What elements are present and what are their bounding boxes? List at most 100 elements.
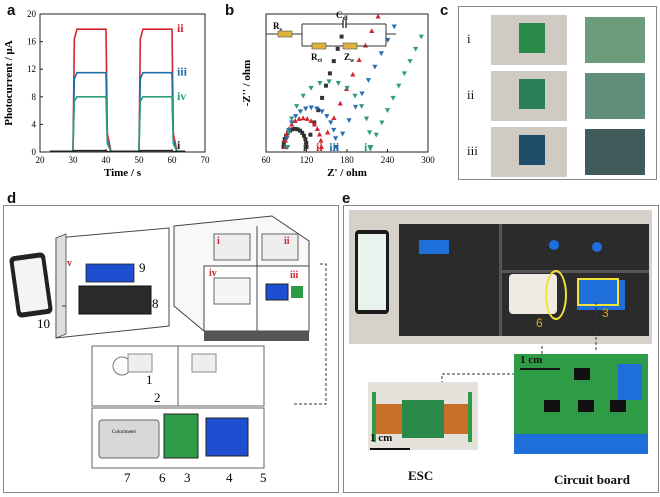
- esc-scale-bar: [370, 448, 410, 450]
- label-1: 1: [146, 372, 153, 387]
- zw-label: Zw: [344, 52, 355, 64]
- y-tick-label: 0: [32, 147, 37, 157]
- series-label-iii: iii: [329, 140, 340, 154]
- data-point-iii: [372, 64, 378, 70]
- data-point-iv: [366, 130, 373, 136]
- battery-icon: [419, 240, 449, 254]
- callout-3: 3: [602, 306, 609, 320]
- series-label-iv: iv: [364, 140, 373, 154]
- data-point-ii: [284, 131, 290, 137]
- data-point-iv: [407, 59, 413, 64]
- rs-label: Rs: [273, 21, 283, 33]
- data-point-i: [301, 133, 306, 138]
- label-10: 10: [37, 316, 50, 331]
- data-point-ii: [282, 137, 288, 143]
- data-point-iii: [284, 136, 290, 142]
- data-point-i: [295, 127, 300, 132]
- data-point-iv: [390, 95, 396, 101]
- swatch-row-label: i: [467, 31, 471, 46]
- data-point-iv: [373, 132, 379, 138]
- data-point-i: [281, 140, 286, 145]
- colorimeter-icon: [213, 277, 251, 305]
- terminal-block: [514, 434, 648, 454]
- data-point-iii: [308, 105, 314, 111]
- data-point-iv: [396, 83, 402, 89]
- data-point-iv: [352, 93, 358, 99]
- data-point-ii: [292, 118, 298, 124]
- data-point-ii: [318, 144, 324, 149]
- data-point-iii: [365, 78, 372, 83]
- x-tick-label: 180: [340, 155, 354, 165]
- series-label-iv: iv: [177, 89, 186, 103]
- x-tick-label: 300: [421, 155, 435, 165]
- esc-photo: [368, 382, 478, 450]
- sample-photo: [491, 15, 567, 65]
- panel-letter-b: b: [225, 2, 235, 19]
- color-swatch: [585, 129, 645, 175]
- panel-d-frame: i ii iii iv v 9 8 10 Colorimeter 1 2 7 6…: [3, 205, 339, 493]
- data-point-iii: [332, 136, 339, 142]
- data-point-i: [298, 128, 303, 133]
- label-5: 5: [260, 470, 267, 485]
- label-2: 2: [154, 390, 161, 405]
- colorimeter-label: Colorimeter: [112, 430, 136, 435]
- x-tick-label: 70: [201, 155, 211, 165]
- data-point-iii: [340, 131, 346, 137]
- data-point-iii: [359, 91, 365, 97]
- series-label-i: i: [177, 138, 181, 152]
- data-point-i: [324, 83, 328, 88]
- x-axis-label: Z' / ohm: [327, 167, 367, 179]
- y-tick-label: 4: [32, 119, 37, 129]
- data-point-ii: [356, 57, 362, 62]
- series-line-ii: [49, 28, 186, 153]
- data-point-ii: [300, 115, 306, 121]
- esc-scale-label: 1 cm: [370, 432, 393, 444]
- electrode-cell-i: [213, 233, 251, 261]
- data-point-ii: [316, 131, 323, 137]
- label-6: 6: [159, 470, 166, 485]
- data-point-iii: [352, 104, 359, 110]
- color-swatch: [585, 73, 645, 119]
- data-point-i: [316, 108, 321, 113]
- callout-6: 6: [536, 316, 543, 330]
- rct-label: Rct: [311, 52, 322, 64]
- data-point-i: [300, 130, 305, 135]
- data-point-iv: [363, 116, 370, 122]
- data-point-iii: [286, 127, 292, 133]
- battery-icon: [85, 263, 135, 283]
- data-point-ii: [375, 13, 381, 19]
- data-point-i: [293, 126, 298, 131]
- data-point-i: [290, 127, 295, 132]
- compartment-label-iii: iii: [290, 270, 299, 281]
- data-point-iii: [328, 120, 334, 126]
- data-point-i: [303, 137, 308, 142]
- data-point-iv: [344, 85, 350, 91]
- swatch-row-label: iii: [467, 143, 478, 158]
- x-tick-label: 240: [381, 155, 395, 165]
- label-8: 8: [152, 296, 159, 311]
- electrochromic-film: [402, 400, 444, 438]
- data-point-iii: [297, 109, 303, 115]
- label-4: 4: [226, 470, 233, 485]
- film-sample: [519, 79, 545, 109]
- data-point-iv: [326, 79, 332, 85]
- circuit-board-icon: [291, 286, 303, 298]
- data-point-i: [308, 132, 313, 137]
- series-label-ii: ii: [316, 140, 323, 154]
- panel-letter-e: e: [342, 190, 351, 207]
- board-highlight-box: [577, 278, 619, 306]
- cross-section-detail: [91, 345, 265, 469]
- data-point-iii: [319, 109, 325, 115]
- data-point-iv: [418, 34, 424, 40]
- data-point-iv: [289, 116, 295, 122]
- data-point-iv: [308, 85, 314, 91]
- color-swatch: [585, 17, 645, 63]
- x-tick-label: 120: [300, 155, 314, 165]
- x-tick-label: 30: [69, 155, 79, 165]
- data-point-i: [335, 46, 340, 51]
- x-tick-label: 50: [135, 155, 145, 165]
- warburg-element-icon: [342, 42, 358, 50]
- label-3: 3: [184, 470, 191, 485]
